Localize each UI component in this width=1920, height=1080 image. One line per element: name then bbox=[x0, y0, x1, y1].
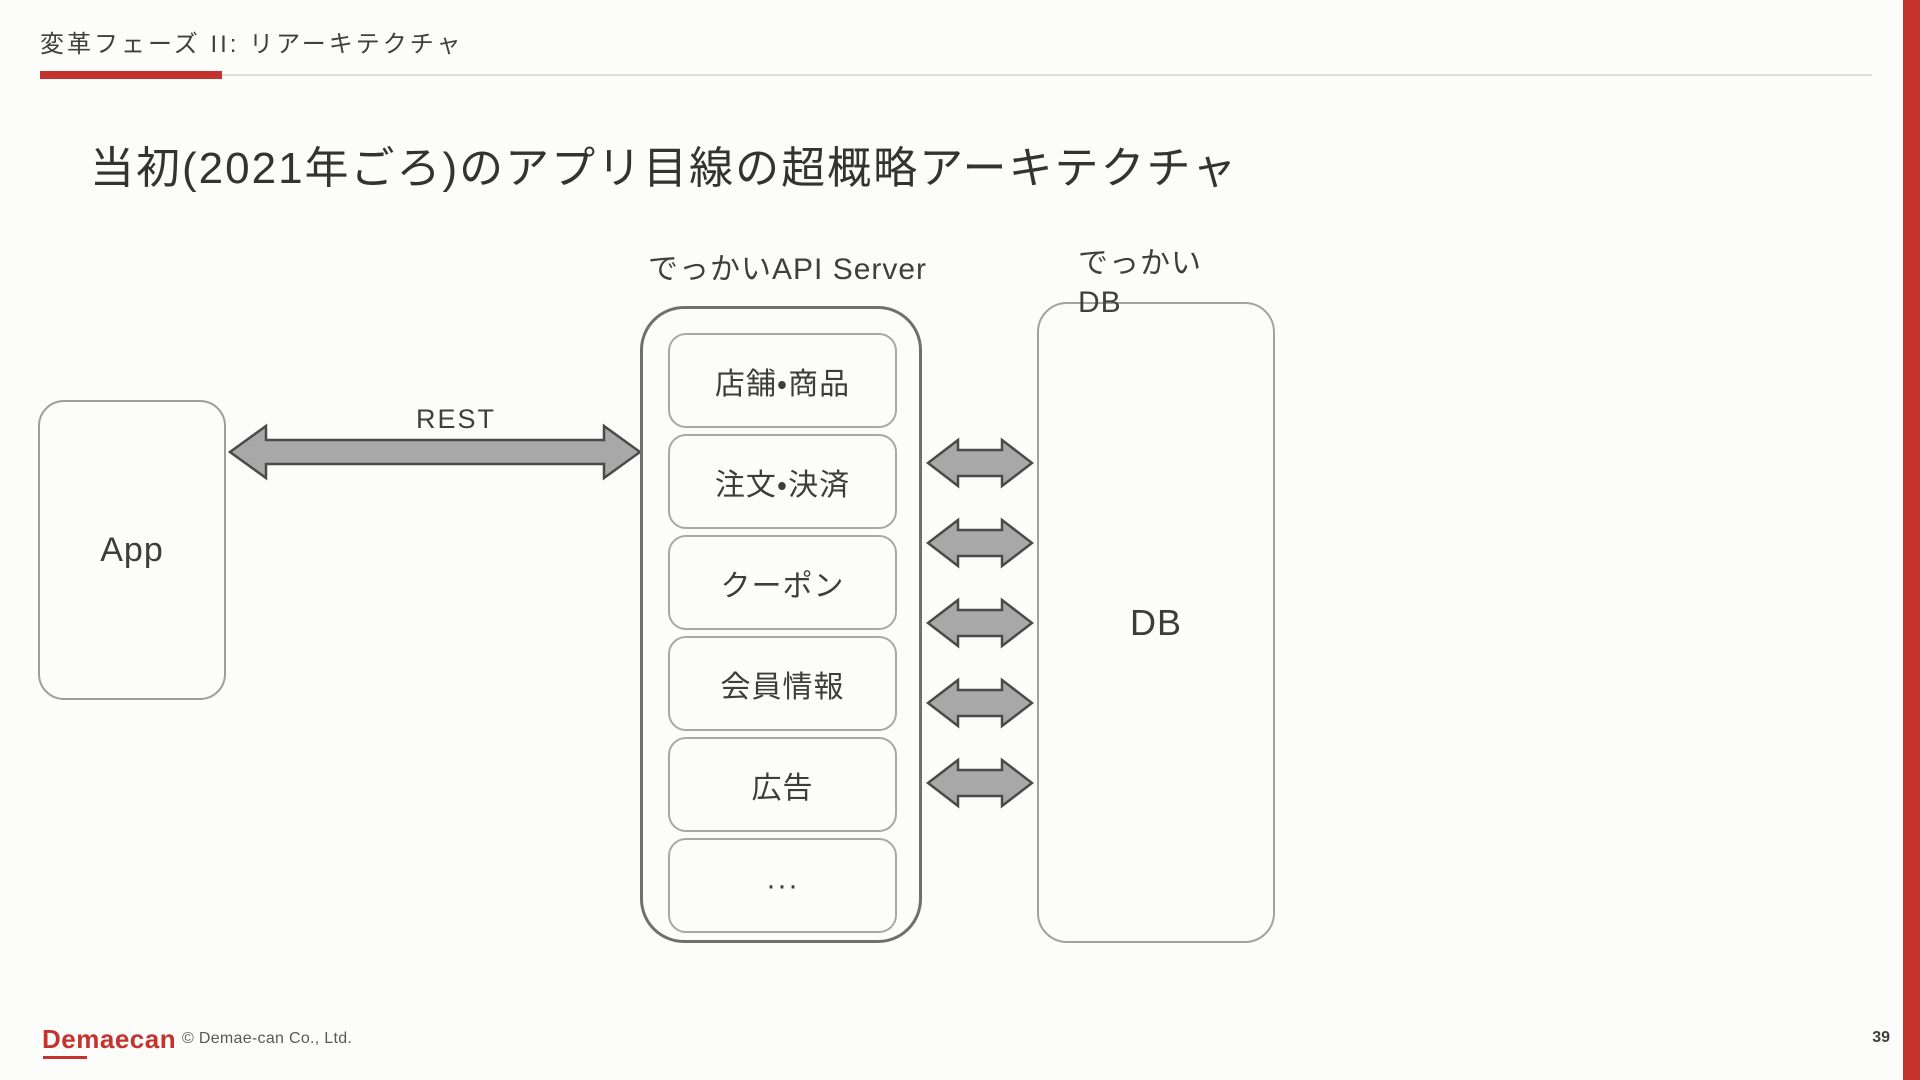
section-kicker: 変革フェーズ II: リアーキテクチャ bbox=[40, 31, 464, 58]
db-connection-arrow bbox=[926, 677, 1034, 729]
db-title-line2: DB bbox=[1078, 286, 1122, 319]
slide-edge-accent-strip bbox=[1903, 0, 1920, 1080]
db-connection-arrow bbox=[926, 517, 1034, 569]
app-box: App bbox=[38, 400, 226, 700]
demaecan-logo: Demaecan bbox=[42, 1024, 177, 1059]
db-title-line1: でっかい bbox=[1078, 247, 1202, 280]
header-divider-line bbox=[40, 74, 1872, 76]
api-module-orders-payment: 注文・決済 bbox=[668, 434, 897, 529]
slide-title: 当初(2021年ごろ)のアプリ目線の超概略アーキテクチャ bbox=[90, 144, 1239, 193]
api-module-coupon: クーポン bbox=[668, 535, 897, 630]
api-module-ellipsis: ··· bbox=[668, 838, 897, 933]
db-connection-arrow bbox=[926, 437, 1034, 489]
db-box-label: DB bbox=[1129, 601, 1182, 643]
copyright-text: © Demae-can Co., Ltd. bbox=[182, 1030, 353, 1047]
api-module-member-info: 会員情報 bbox=[668, 636, 897, 731]
rest-double-arrow bbox=[228, 423, 642, 481]
api-server-box bbox=[640, 306, 922, 943]
db-connection-arrow bbox=[926, 597, 1034, 649]
api-module-ads: 広告 bbox=[668, 737, 897, 832]
page-number: 39 bbox=[1872, 1029, 1890, 1046]
header-accent-bar bbox=[40, 71, 222, 79]
db-title: でっかい DB bbox=[1078, 244, 1202, 322]
db-connection-arrow bbox=[926, 757, 1034, 809]
rest-arrow-label: REST bbox=[416, 404, 497, 434]
api-module-shops-products: 店舗・商品 bbox=[668, 333, 897, 428]
db-box: DB bbox=[1037, 302, 1275, 943]
api-server-title: でっかいAPI Server bbox=[648, 253, 928, 286]
app-box-label: App bbox=[100, 530, 164, 569]
